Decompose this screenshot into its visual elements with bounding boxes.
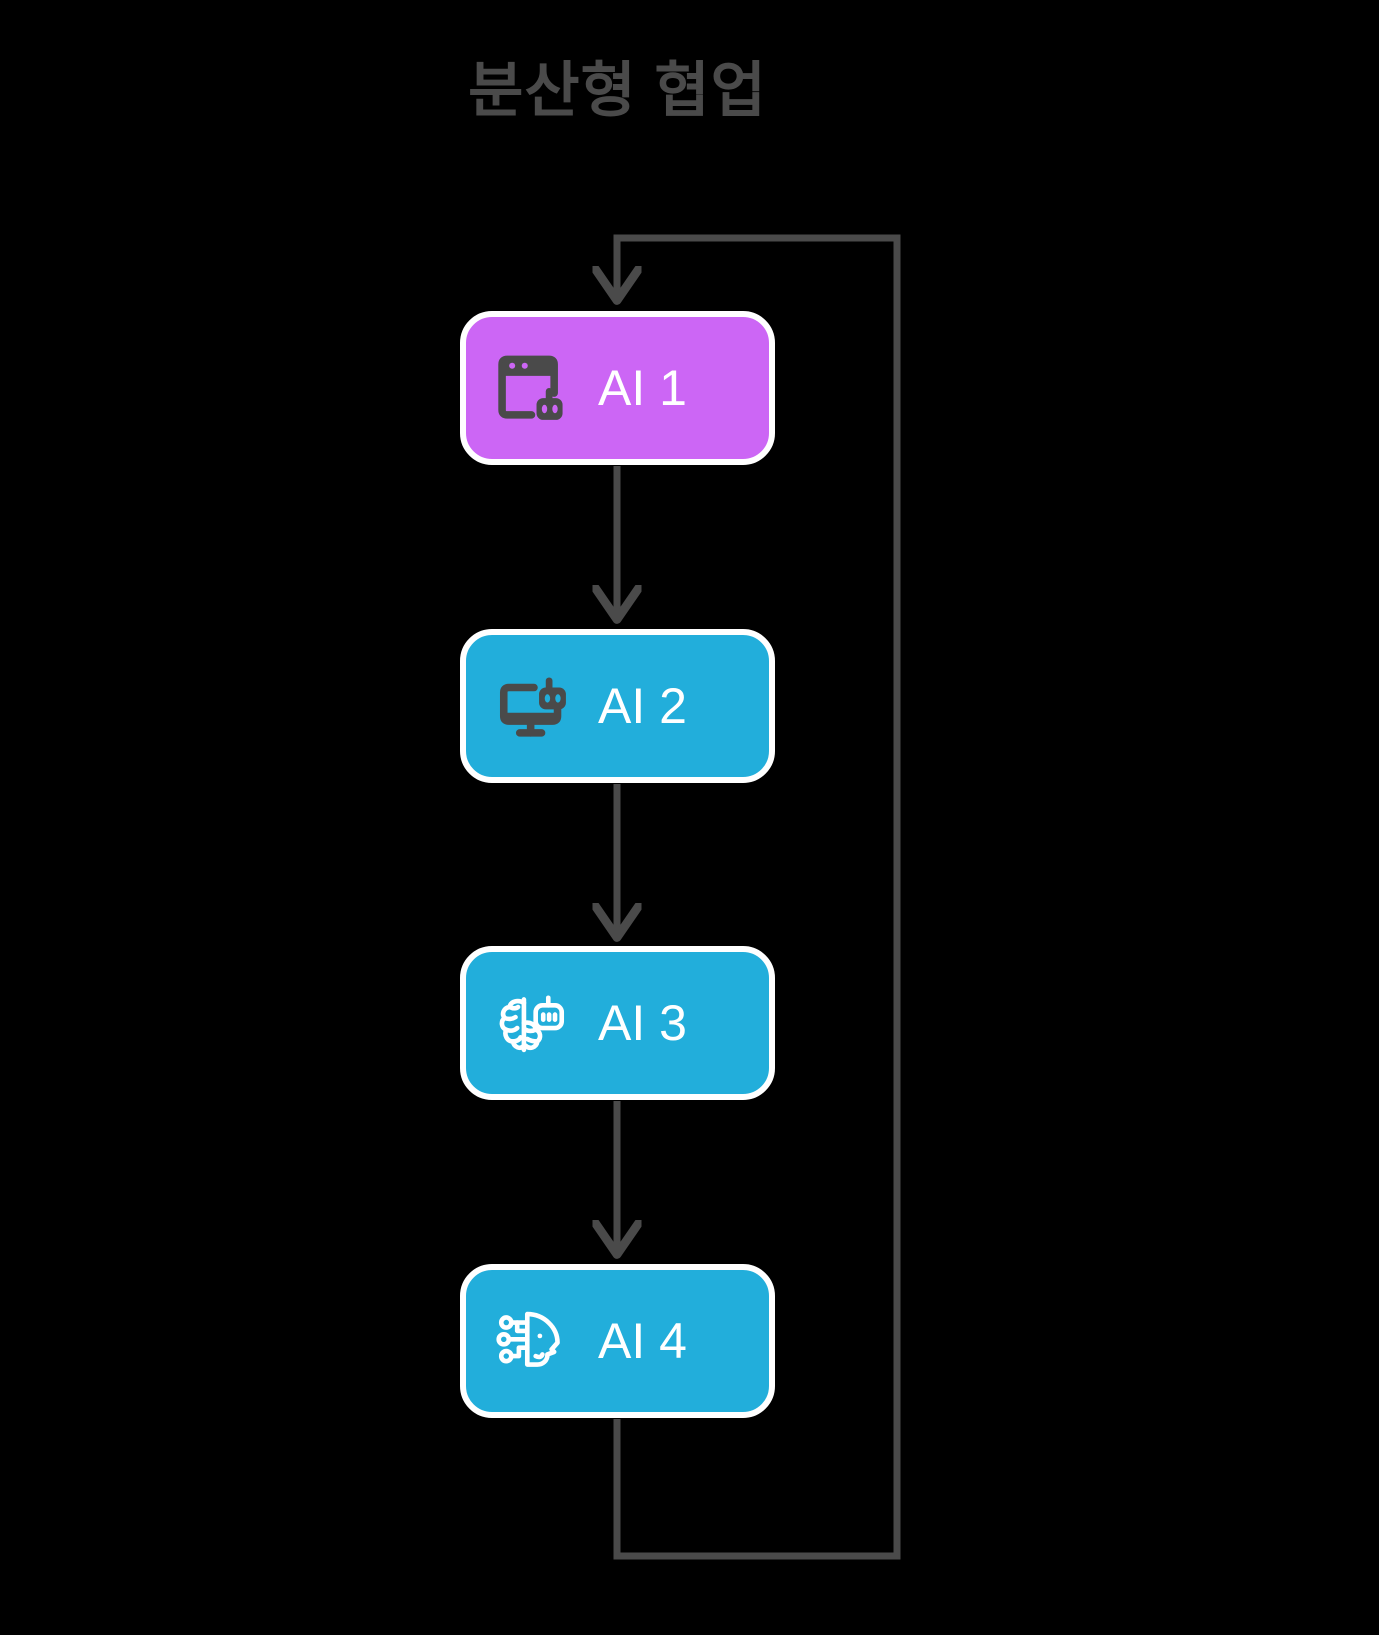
node-ai-2[interactable]: AI 2 — [460, 629, 775, 783]
page-title: 분산형 협업 — [468, 57, 767, 124]
node-ai-2-label: AI 2 — [598, 678, 687, 734]
node-ai-3-label: AI 3 — [598, 995, 687, 1051]
node-ai-1-label: AI 1 — [598, 360, 687, 416]
node-ai-1[interactable]: AI 1 — [460, 311, 775, 465]
node-ai-4[interactable]: AI 4 — [460, 1264, 775, 1418]
brain-robot-icon — [492, 981, 576, 1065]
node-ai-4-label: AI 4 — [598, 1313, 687, 1369]
browser-window-robot-icon — [492, 346, 576, 430]
node-ai-3[interactable]: AI 3 — [460, 946, 775, 1100]
ai-face-neural-nodes-icon — [492, 1299, 576, 1383]
desktop-monitor-robot-icon — [492, 664, 576, 748]
